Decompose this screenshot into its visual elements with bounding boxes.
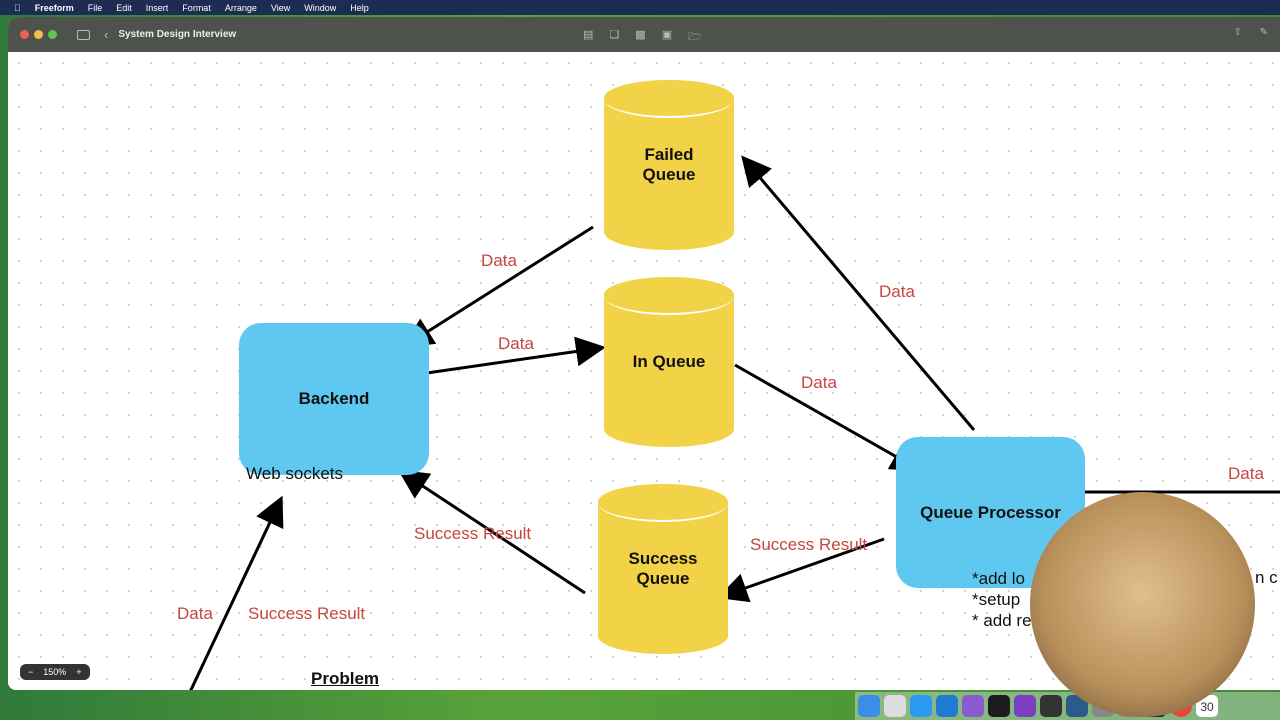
title-bar: ‹ System Design Interview ▤ ❏ ▩ ▣ 🗁 ⇧ ✎ [8, 17, 1280, 52]
folder-icon[interactable]: 🗁 [688, 31, 702, 43]
pycharm-icon[interactable] [988, 695, 1010, 717]
minimize-button[interactable] [34, 30, 43, 39]
apple-icon[interactable]:  [14, 3, 21, 13]
note-right: n c [1255, 568, 1278, 587]
vscode-icon[interactable] [936, 695, 958, 717]
menu-app[interactable]: Freeform [28, 2, 74, 13]
calendar-icon[interactable]: 30 [1196, 695, 1218, 717]
arrow-client-to-backend [189, 495, 284, 690]
backend-note: Web sockets [246, 464, 344, 483]
visual-studio-icon[interactable] [962, 695, 984, 717]
zoom-out-button[interactable]: − [28, 667, 34, 677]
zoom-in-button[interactable]: + [76, 667, 82, 677]
back-chevron-icon[interactable]: ‹ [104, 27, 109, 42]
webcam-overlay [1030, 492, 1255, 717]
finder-icon[interactable] [858, 695, 880, 717]
shapes-icon[interactable]: ❏ [609, 29, 620, 41]
note-line: *add lo [972, 569, 1025, 588]
arrows [189, 155, 1280, 690]
label-data: Data [481, 251, 517, 270]
arrow-processor-to-failed [741, 155, 976, 431]
arrow-failed-to-backend [402, 225, 594, 348]
zoom-control: − 150% + [20, 664, 90, 680]
label-success-result: Success Result [414, 524, 532, 543]
document-title: System Design Interview [118, 29, 237, 40]
text-box-icon[interactable]: ▩ [635, 29, 646, 41]
arrow-backend-to-inqueue [412, 336, 606, 377]
arrow-inqueue-to-processor [734, 363, 922, 471]
freeform-window: ‹ System Design Interview ▤ ❏ ▩ ▣ 🗁 ⇧ ✎ [8, 17, 1280, 690]
share-icon[interactable]: ⇧ [1233, 27, 1242, 38]
label-success-result: Success Result [248, 604, 366, 623]
menu-format[interactable]: Format [175, 2, 211, 13]
backend-box[interactable]: Backend [239, 323, 429, 475]
label-data: Data [879, 282, 915, 301]
menu-edit[interactable]: Edit [109, 2, 132, 13]
label-data: Data [498, 334, 534, 353]
sticky-note-icon[interactable]: ▤ [583, 29, 594, 41]
zoom-level[interactable]: 150% [43, 667, 67, 677]
maximize-button[interactable] [48, 30, 57, 39]
launchpad-icon[interactable] [884, 695, 906, 717]
obs-icon[interactable] [1040, 695, 1062, 717]
label-data: Data [177, 604, 213, 623]
close-button[interactable] [20, 30, 29, 39]
label-success-result: Success Result [750, 535, 868, 554]
problem-heading: Problem [311, 669, 380, 688]
mysql-icon[interactable] [1066, 695, 1088, 717]
label-data: Data [1228, 464, 1264, 483]
menu-arrange[interactable]: Arrange [218, 2, 257, 13]
compose-icon[interactable]: ✎ [1259, 27, 1268, 38]
label-data: Data [801, 373, 837, 392]
failed-queue-cylinder[interactable]: Failed Queue [604, 80, 734, 250]
processor-notes: *add lo *setup * add re [972, 568, 1032, 631]
menu-window[interactable]: Window [297, 2, 336, 13]
dock: 30 [855, 692, 1280, 720]
backend-label: Backend [298, 389, 370, 408]
arrow-processor-to-success [717, 537, 885, 603]
note-line: *setup [972, 590, 1021, 609]
imovie-icon[interactable] [1014, 695, 1036, 717]
note-line: * add re [972, 611, 1032, 630]
menu-bar:  Freeform File Edit Insert Format Arran… [0, 0, 1280, 15]
sidebar-toggle-icon[interactable] [77, 29, 90, 40]
success-queue-cylinder[interactable]: Success Queue [598, 484, 728, 654]
in-queue-cylinder[interactable]: In Queue [604, 277, 734, 447]
menu-file[interactable]: File [81, 2, 103, 13]
media-icon[interactable]: ▣ [661, 29, 673, 41]
menu-view[interactable]: View [264, 2, 290, 13]
safari-icon[interactable] [910, 695, 932, 717]
queue-processor-label: Queue Processor [920, 502, 1061, 522]
menu-insert[interactable]: Insert [139, 2, 169, 13]
arrow-success-to-backend [397, 469, 586, 595]
board-canvas[interactable]: Failed Queue In Queue Success Queue Back… [8, 52, 1280, 690]
menu-help[interactable]: Help [343, 2, 369, 13]
